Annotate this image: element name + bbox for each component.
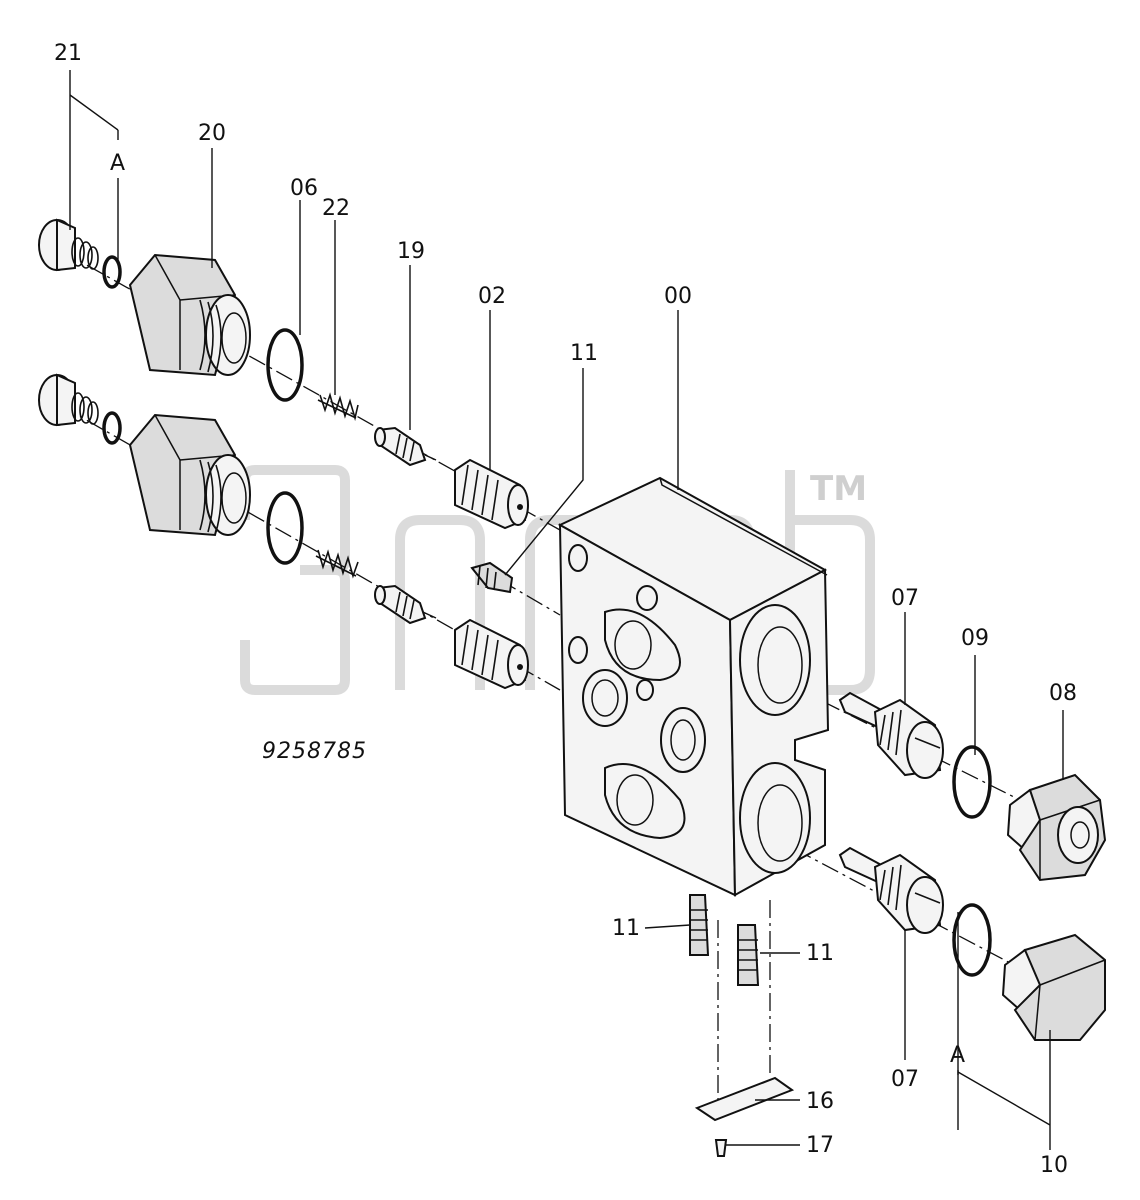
label-08: 08 [1049,681,1077,706]
cartridge-07-upper [838,691,944,779]
plug-21-lower [38,373,99,427]
o-ring-lower-small [102,411,122,445]
spring-22-upper [317,392,359,422]
housing-20-lower [128,413,251,537]
label-10: 10 [1040,1153,1068,1178]
cartridge-07-lower [838,846,944,934]
label-02: 02 [478,284,506,309]
label-a-top: A [110,151,125,176]
label-07-top: 07 [891,586,919,611]
plug-08 [1006,773,1107,882]
label-07-bottom: 07 [891,1067,919,1092]
label-17: 17 [806,1133,834,1158]
housing-20-upper [128,253,251,377]
label-06: 06 [290,176,318,201]
label-09: 09 [961,626,989,651]
label-21: 21 [54,41,82,66]
watermark-tm: TM [810,469,867,509]
sleeve-02-lower [454,618,529,690]
label-11-right: 11 [806,941,834,966]
sleeve-02-upper [454,458,529,530]
screw-17 [714,1139,728,1157]
label-16: 16 [806,1089,834,1114]
label-11-top: 11 [570,341,598,366]
leader-lines [69,70,1064,1150]
label-20: 20 [198,121,226,146]
drawing-number: 9258785 [262,739,367,764]
o-ring-09-lower [952,903,992,977]
o-ring-09-upper [952,745,992,819]
label-19: 19 [397,239,425,264]
valve-body-00 [557,476,830,897]
plug-10 [1001,933,1106,1041]
fitting-11-left [689,894,710,956]
part-labels: 21 A 20 06 22 19 02 11 00 07 09 08 11 11… [54,41,1077,1178]
fitting-11-top [470,561,514,594]
o-ring-06-upper [266,328,304,402]
fitting-11-right [737,924,760,986]
plug-21-upper [38,218,99,272]
label-a-bottom: A [950,1043,965,1068]
label-00: 00 [664,284,692,309]
plate-16 [694,1076,795,1122]
poppet-19-upper [374,426,437,467]
poppet-19-lower [374,584,437,625]
o-ring-upper-small [102,255,122,289]
o-ring-06-lower [266,491,304,565]
spring-22-lower [315,549,359,579]
label-11-left: 11 [612,916,640,941]
label-22: 22 [322,196,350,221]
